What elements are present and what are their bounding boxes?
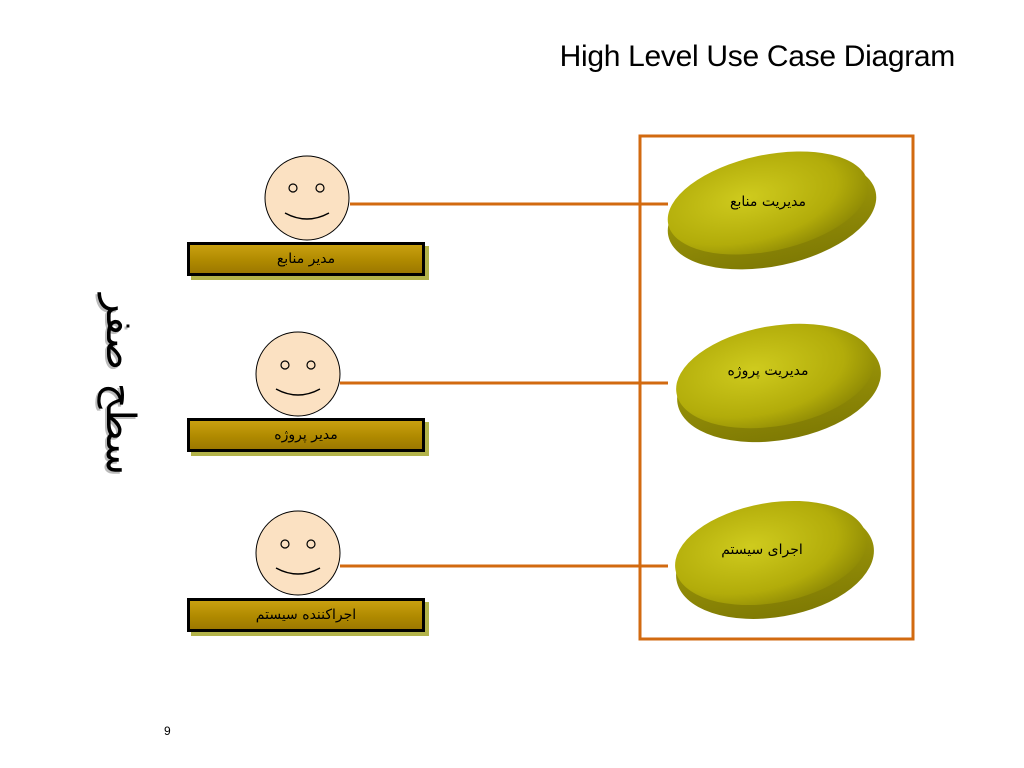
use-case-1-shape bbox=[667, 151, 877, 270]
use-case-label-resource-management: مدیریت منابع bbox=[730, 194, 806, 210]
actor-label-system-executor: اجراکننده سیستم bbox=[187, 598, 425, 632]
actor-2-icon bbox=[255, 331, 341, 417]
side-title: سطح صفر bbox=[97, 293, 143, 475]
actor-label-resource-manager: مدیر منابع bbox=[187, 242, 425, 276]
actor-label-text: اجراکننده سیستم bbox=[255, 607, 357, 623]
actor-label-text: مدیر منابع bbox=[276, 251, 336, 267]
use-case-3-shape bbox=[675, 500, 874, 619]
actor-3-icon bbox=[255, 510, 341, 596]
use-case-2-shape bbox=[676, 323, 881, 443]
actor-label-project-manager: مدیر پروژه bbox=[187, 418, 425, 452]
actor-1-icon bbox=[264, 155, 350, 241]
use-case-label-system-execution: اجرای سیستم bbox=[721, 542, 803, 558]
page-number: 9 bbox=[164, 724, 171, 738]
slide-title: High Level Use Case Diagram bbox=[559, 40, 956, 73]
actor-label-text: مدیر پروژه bbox=[274, 427, 338, 443]
system-boundary bbox=[638, 134, 915, 641]
use-case-label-project-management: مدیریت پروژه bbox=[727, 363, 809, 379]
